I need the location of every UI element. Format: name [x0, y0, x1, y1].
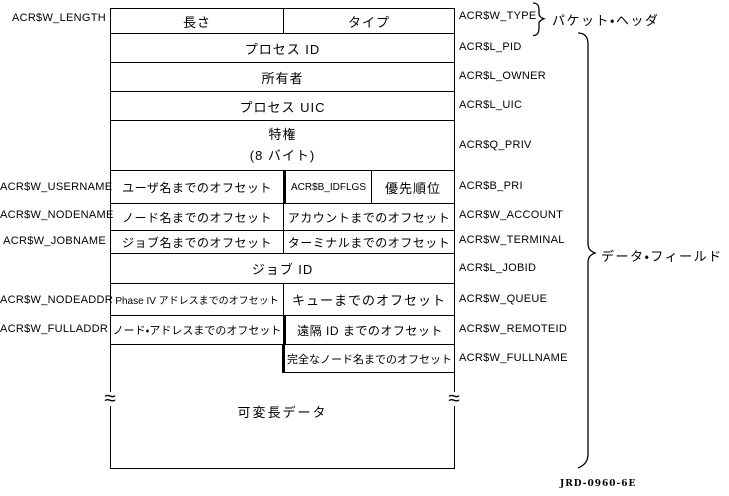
field-cell-queue-offset: キューまでのオフセット: [283, 284, 454, 315]
right-label-uic: ACR$L_UIC: [459, 99, 523, 111]
packet-header-label: パケット・ヘッダ: [552, 13, 660, 28]
right-label-pri: ACR$B_PRI: [459, 180, 523, 192]
right-label-account: ACR$W_ACCOUNT: [459, 209, 564, 221]
field-row-pid: プロセス ID: [111, 34, 454, 63]
left-label-username: ACR$W_USERNAME: [0, 181, 113, 193]
left-label-fulladdr: ACR$W_FULLADDR: [0, 323, 109, 335]
data-field-label: データ・フィールド: [601, 249, 723, 264]
field-row-nodeaddr: Phase IV アドレスまでのオフセット キューまでのオフセット: [111, 284, 454, 316]
right-label-owner: ACR$L_OWNER: [459, 70, 547, 82]
right-border-line: [454, 373, 455, 468]
packet-header-brace-icon: [532, 2, 546, 37]
data-field-brace-icon: [577, 32, 597, 469]
field-cell-jobid: ジョブ ID: [251, 262, 314, 277]
priv-line2: (8 バイト): [249, 147, 316, 163]
right-label-type: ACR$W_TYPE: [459, 10, 537, 22]
field-cell-priv: 特権 (8 バイト): [111, 121, 454, 170]
variable-data-label: 可変長データ: [237, 405, 328, 420]
right-label-remoteid: ACR$W_REMOTEID: [459, 323, 568, 335]
field-cell-type: タイプ: [283, 9, 454, 33]
field-cell-owner: 所有者: [261, 70, 304, 86]
field-cell-length: 長さ: [182, 14, 211, 30]
field-cell-uic: プロセス UIC: [239, 99, 326, 115]
bottom-border-line: [110, 468, 455, 469]
field-cell-fullname-offset: 完全なノード名までのオフセット: [282, 345, 455, 373]
priv-line1: 特権: [268, 127, 297, 143]
field-cell-priority: 優先順位: [371, 171, 454, 203]
field-row-uic: プロセス UIC: [111, 92, 454, 121]
field-cell-nodename-offset: ノード名までのオフセット: [121, 210, 272, 225]
left-label-length: ACR$W_LENGTH: [11, 12, 106, 24]
field-row-header: 長さ タイプ: [111, 9, 454, 34]
field-cell-idflgs: ACR$B_IDFLGS: [283, 171, 371, 203]
left-border-line: [110, 345, 111, 468]
field-cell-username-offset: ユーザ名までのオフセット: [122, 180, 272, 195]
field-cell-account-offset: アカウントまでのオフセット: [283, 204, 454, 230]
field-row-nodename: ノード名までのオフセット アカウントまでのオフセット: [111, 204, 454, 231]
field-row-username: ユーザ名までのオフセット ACR$B_IDFLGS 優先順位: [111, 171, 454, 204]
field-row-owner: 所有者: [111, 63, 454, 92]
right-label-pid: ACR$L_PID: [459, 41, 522, 53]
figure-id: JRD-0960-6E: [560, 479, 637, 489]
field-cell-remoteid-offset: 遠隔 ID までのオフセット: [283, 316, 454, 344]
field-cell-pid: プロセス ID: [244, 41, 321, 57]
field-cell-jobname-offset: ジョブ名までのオフセット: [121, 235, 272, 250]
field-row-jobid: ジョブ ID: [111, 254, 454, 284]
right-label-priv: ACR$Q_PRIV: [459, 139, 532, 151]
right-label-terminal: ACR$W_TERMINAL: [459, 234, 565, 246]
field-cell-nodeaddr-offset: ノード・アドレスまでのオフセット: [112, 325, 282, 337]
left-label-jobname: ACR$W_JOBNAME: [3, 235, 106, 247]
field-cell-terminal-offset: ターミナルまでのオフセット: [283, 231, 454, 253]
right-label-jobid: ACR$L_JOBID: [459, 262, 537, 274]
right-label-queue: ACR$W_QUEUE: [459, 293, 548, 305]
record-box: 長さ タイプ プロセス ID 所有者 プロセス UIC 特権 (8 バイト) ユ…: [110, 8, 455, 345]
left-label-nodename: ACR$W_NODENAME: [0, 209, 114, 221]
field-row-jobname: ジョブ名までのオフセット ターミナルまでのオフセット: [111, 231, 454, 254]
field-cell-phase4-offset: Phase IV アドレスまでのオフセット: [115, 296, 279, 307]
right-label-fullname: ACR$W_FULLNAME: [459, 352, 568, 364]
field-row-priv: 特権 (8 バイト): [111, 121, 454, 171]
break-tilde-left-icon: ≈: [101, 388, 119, 409]
field-row-fulladdr: ノード・アドレスまでのオフセット 遠隔 ID までのオフセット: [111, 316, 454, 344]
break-tilde-right-icon: ≈: [445, 388, 463, 409]
left-label-nodeaddr: ACR$W_NODEADDR: [0, 294, 113, 306]
